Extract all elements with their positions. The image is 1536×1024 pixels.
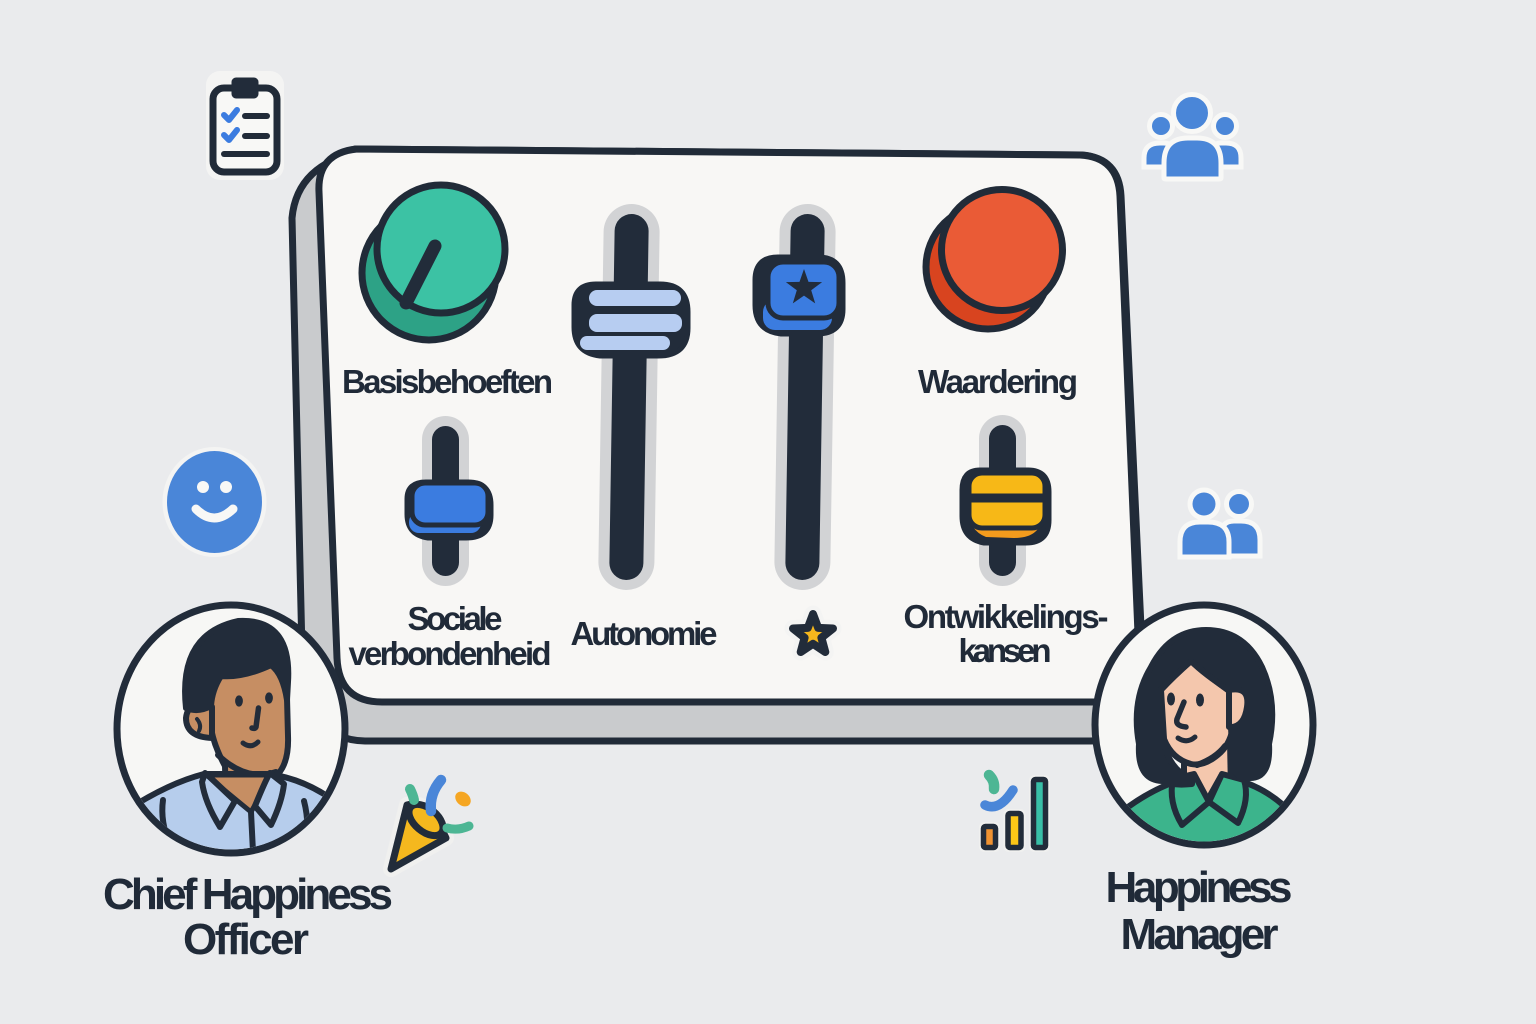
svg-text:Ontwikkelings-: Ontwikkelings-: [904, 598, 1109, 635]
svg-text:Officer: Officer: [183, 915, 309, 964]
svg-text:kansen: kansen: [959, 632, 1052, 669]
svg-text:Manager: Manager: [1121, 910, 1279, 959]
svg-text:Waardering: Waardering: [918, 363, 1078, 400]
svg-text:verbondenheid: verbondenheid: [349, 635, 552, 672]
svg-text:Autonomie: Autonomie: [571, 615, 718, 652]
svg-text:Sociale: Sociale: [408, 600, 503, 637]
svg-text:Chief Happiness: Chief Happiness: [103, 870, 393, 919]
svg-text:Basisbehoeften: Basisbehoeften: [342, 363, 553, 400]
svg-text:Happiness: Happiness: [1106, 863, 1293, 912]
